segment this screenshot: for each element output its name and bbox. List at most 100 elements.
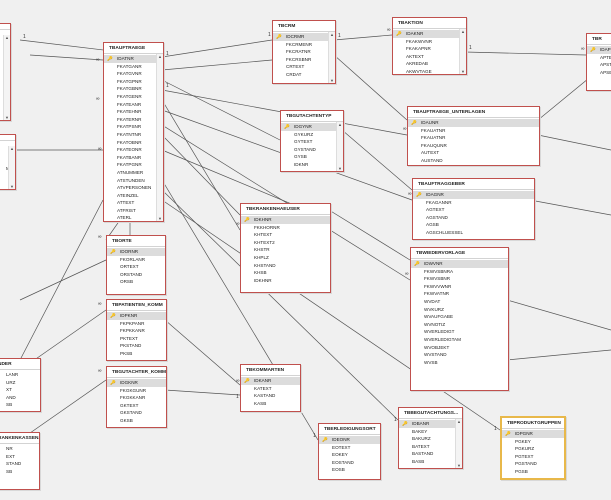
- scroll-down-arrow-icon[interactable]: ▼: [158, 216, 162, 221]
- table-title[interactable]: [0, 135, 15, 141]
- primary-key-field[interactable]: IDAUNR: [408, 119, 539, 127]
- field-row[interactable]: NR: [6, 446, 13, 451]
- field-row[interactable]: WVOBJEKT: [424, 344, 450, 350]
- field-row[interactable]: FKATOBNR: [117, 139, 142, 145]
- field-row[interactable]: AGSCHLUESSEL: [426, 229, 464, 235]
- scroll-down-arrow-icon[interactable]: ▼: [330, 78, 334, 83]
- relationship-line[interactable]: [19, 199, 104, 361]
- field-row[interactable]: WVERLEDIGTAM: [424, 336, 461, 342]
- table-title[interactable]: TBAUFTRAGGEBER: [413, 179, 534, 190]
- scrollbar[interactable]: ▲▼: [459, 29, 466, 74]
- field-row[interactable]: SB: [6, 468, 13, 474]
- relationship-line[interactable]: [19, 259, 107, 301]
- scroll-down-arrow-icon[interactable]: ▼: [10, 184, 14, 189]
- relationship-line[interactable]: [164, 389, 241, 396]
- relationship-line[interactable]: [328, 209, 411, 261]
- field-row[interactable]: FKWVVWNR: [424, 283, 452, 289]
- field-row[interactable]: FKATPSNR: [117, 124, 142, 130]
- field-row[interactable]: FKAUQUNR: [421, 142, 447, 148]
- field-row[interactable]: FKPKKANR: [120, 328, 145, 334]
- relationship-line[interactable]: [464, 51, 587, 56]
- primary-key-field[interactable]: IDKANR: [241, 377, 300, 385]
- field-row[interactable]: KHSTAND: [254, 262, 276, 268]
- table-title[interactable]: TBGUTACHTER_KOMM: [107, 367, 166, 378]
- field-row[interactable]: GKSB: [120, 417, 133, 423]
- field-row[interactable]: SB: [6, 402, 13, 408]
- field-row[interactable]: BATEXT: [412, 443, 430, 449]
- field-row[interactable]: AUSTAND: [421, 157, 443, 163]
- table-title[interactable]: TBGUTACHTENTYP: [281, 111, 343, 122]
- field-row[interactable]: FKATEONR: [117, 147, 142, 153]
- field-row[interactable]: BASB: [412, 458, 425, 464]
- field-row[interactable]: GKSTAND: [120, 410, 142, 416]
- field-row[interactable]: ATERL: [117, 215, 132, 221]
- field-row[interactable]: FKATNTNR: [117, 131, 142, 137]
- field-row[interactable]: GYTEXT: [294, 139, 313, 145]
- field-row[interactable]: PGSTAND: [515, 461, 537, 467]
- relationship-line[interactable]: [161, 124, 411, 281]
- field-row[interactable]: APTE: [600, 54, 611, 60]
- field-row[interactable]: FKCRATNR: [286, 49, 311, 55]
- field-row[interactable]: ATSTUNDEN: [117, 177, 145, 183]
- table-title[interactable]: NDER: [0, 359, 40, 370]
- field-row[interactable]: PKTEXT: [120, 335, 138, 341]
- table-title[interactable]: RANKENKASSENA...: [0, 433, 39, 444]
- field-row[interactable]: KASB: [254, 400, 267, 406]
- field-row[interactable]: KHSTR: [254, 247, 270, 253]
- relationship-line[interactable]: [161, 59, 273, 71]
- table-tbkommarten[interactable]: TBKOMMARTENIDKANRKATEXTKASTANDKASB: [240, 364, 301, 412]
- table-left_under[interactable]: NDERLANRURZXTANDSB: [0, 358, 41, 412]
- field-row[interactable]: KASTAND: [254, 393, 276, 399]
- field-row[interactable]: XT: [6, 387, 12, 393]
- relationship-line[interactable]: [506, 349, 611, 361]
- table-title[interactable]: TBCRM: [273, 21, 335, 32]
- field-row[interactable]: ORTEXT: [120, 264, 139, 270]
- table-tbr[interactable]: TBRIDAPNAPTEAPSTAPSB: [586, 33, 611, 91]
- field-row[interactable]: EOTEXT: [332, 444, 351, 450]
- field-row[interactable]: APSB: [600, 69, 611, 75]
- table-title[interactable]: TBERLEDIGUNGSORT: [319, 424, 380, 435]
- field-row[interactable]: AKTEXT: [406, 53, 424, 59]
- field-row[interactable]: FKKHORNR: [254, 224, 280, 230]
- field-row[interactable]: ORSTAND: [120, 271, 143, 277]
- field-row[interactable]: FKATGPNR: [117, 78, 142, 84]
- table-title[interactable]: TBPRODUKTGRUPPEN: [502, 418, 564, 429]
- field-row[interactable]: KHSB: [254, 270, 267, 276]
- primary-key-field[interactable]: IDPKNR: [107, 312, 166, 320]
- table-tbproduktgruppen[interactable]: TBPRODUKTGRUPPENIDPGNRPGKEYPGKURZPGTEXTP…: [500, 416, 566, 480]
- primary-key-field[interactable]: IDGYNR: [281, 123, 343, 131]
- relationship-line[interactable]: [161, 134, 241, 216]
- field-row[interactable]: WVSB: [424, 359, 438, 365]
- field-row[interactable]: FKATEANR: [117, 101, 142, 107]
- field-row[interactable]: KHTEXT2: [254, 239, 275, 245]
- field-row[interactable]: FKAKWVNR: [406, 38, 433, 44]
- field-row[interactable]: FKATGANR: [117, 63, 142, 69]
- field-row[interactable]: AND: [6, 394, 16, 400]
- scroll-down-arrow-icon[interactable]: ▼: [5, 115, 9, 120]
- table-tbauftraggeber[interactable]: TBAUFTRAGGEBERIDAGNRFKAGANNRAGTEXTAGSTAN…: [412, 178, 535, 240]
- field-row[interactable]: AGSB: [426, 222, 439, 228]
- field-row[interactable]: ORSB: [120, 279, 134, 285]
- table-title[interactable]: TBBEGUTACHTUNGS...: [399, 408, 462, 419]
- relationship-line[interactable]: [506, 299, 611, 331]
- field-row[interactable]: EOKEY: [332, 452, 348, 458]
- field-row[interactable]: ATNUMMER: [117, 169, 144, 175]
- field-row[interactable]: FKORLANR: [120, 256, 146, 262]
- relationship-line[interactable]: [333, 54, 408, 121]
- table-title[interactable]: TBAUFTRAEGE_UNTERLAGEN: [408, 107, 539, 118]
- scroll-up-arrow-icon[interactable]: ▲: [158, 54, 162, 59]
- field-row[interactable]: FKATGENR: [117, 93, 142, 99]
- field-row[interactable]: FKATGVNR: [117, 71, 142, 77]
- field-row[interactable]: FKGKKANR: [120, 395, 146, 401]
- table-title[interactable]: TBR: [587, 34, 611, 45]
- field-row[interactable]: FKATERNR: [117, 116, 142, 122]
- field-row[interactable]: GYSB: [294, 154, 307, 160]
- primary-key-field[interactable]: IDPGNR: [502, 430, 564, 438]
- field-row[interactable]: STAND: [6, 461, 22, 467]
- field-row[interactable]: WVSTAND: [424, 352, 447, 358]
- primary-key-field[interactable]: IDAKNR: [393, 30, 466, 38]
- scrollbar[interactable]: ▲▼: [3, 35, 10, 120]
- scrollbar[interactable]: ▲▼: [8, 146, 15, 189]
